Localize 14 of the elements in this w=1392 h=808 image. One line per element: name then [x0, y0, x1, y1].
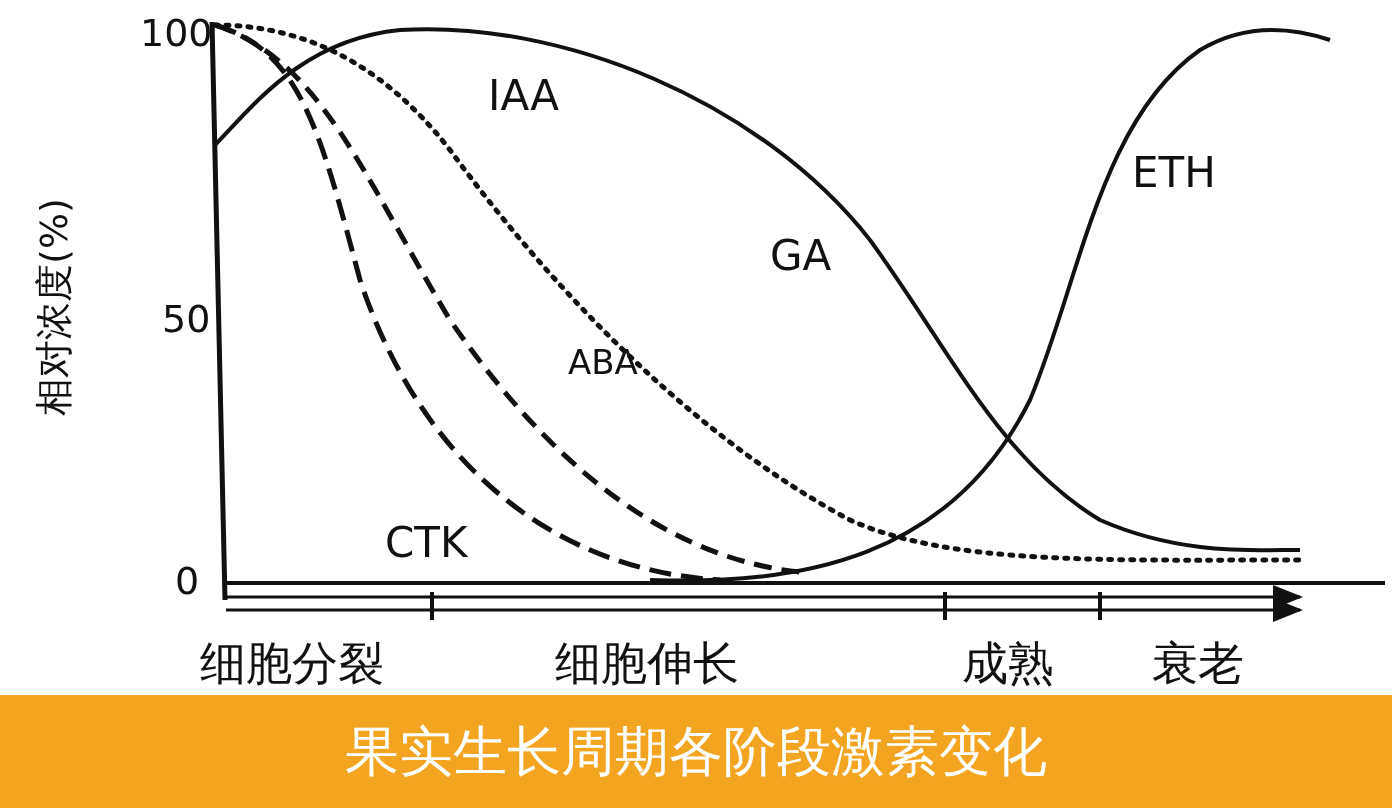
stage-label: 衰老	[1152, 640, 1244, 686]
axis-label: 相对浓度(%)	[34, 198, 73, 416]
stage-label: 成熟	[962, 640, 1054, 686]
curve-label: ABA	[568, 345, 638, 379]
caption: 果实生长周期各阶段激素变化	[345, 721, 1047, 782]
stage-label: 细胞伸长	[555, 640, 739, 686]
tick-label: 100	[140, 14, 213, 52]
curve-label: CTK	[385, 522, 468, 564]
curve-label: GA	[770, 235, 832, 277]
curve-label: IAA	[488, 75, 560, 117]
curve-label: ETH	[1132, 152, 1216, 194]
stage-label: 细胞分裂	[200, 640, 384, 686]
tick-label: 50	[162, 300, 211, 338]
tick-label: 0	[175, 562, 200, 600]
